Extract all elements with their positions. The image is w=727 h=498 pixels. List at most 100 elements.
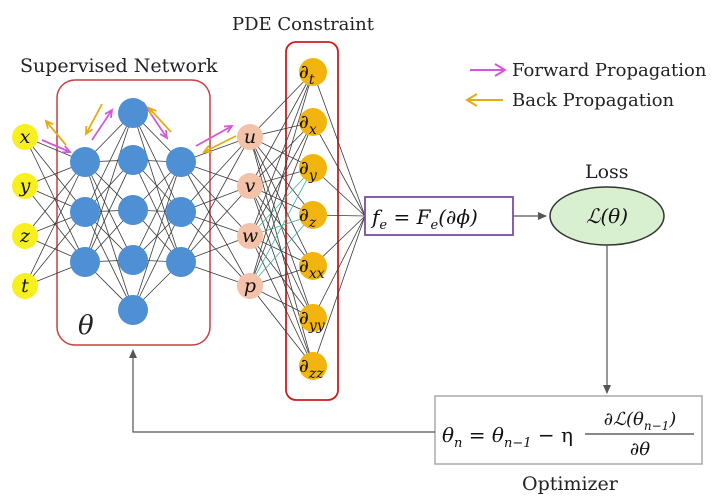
parameters-theta: θ	[78, 311, 94, 341]
connection-line	[249, 235, 314, 319]
forward-arrow	[41, 139, 71, 153]
optimizer-to-network-arrow	[129, 349, 435, 433]
connection-line	[312, 121, 366, 217]
connection-line	[249, 121, 314, 287]
forward-arrow-head	[104, 108, 114, 119]
hidden-node	[70, 147, 100, 177]
connection-line	[249, 136, 314, 216]
connection-line	[84, 159, 134, 263]
connection-line	[180, 136, 251, 263]
connection-line	[132, 112, 182, 263]
output-label: w	[242, 225, 258, 247]
hidden-node	[118, 98, 148, 128]
output-label: u	[244, 126, 256, 148]
hidden-node	[166, 247, 196, 277]
loss-title: Loss	[585, 161, 629, 183]
connection-line	[249, 167, 314, 237]
hidden-node	[118, 195, 148, 225]
input-node	[12, 124, 38, 150]
derivative-label: ∂y	[299, 157, 318, 184]
hidden-node	[70, 197, 100, 227]
output-node	[237, 124, 263, 150]
connection-line	[24, 136, 86, 213]
derivative-node	[299, 252, 327, 280]
connection-line	[132, 112, 182, 213]
back-arrow-head	[202, 145, 213, 153]
input-node	[12, 273, 38, 299]
connection-line	[24, 161, 86, 237]
back-arrow	[85, 103, 103, 135]
input-label: x	[20, 126, 31, 148]
output-node	[237, 223, 263, 249]
derivative-node	[299, 352, 327, 380]
update-rule-numerator: ∂ℒ(θn−1)	[604, 409, 677, 433]
input-node	[12, 173, 38, 199]
forward-arrow	[195, 125, 233, 147]
hidden-node	[118, 245, 148, 275]
derivative-label: ∂zz	[299, 355, 324, 382]
forward-arrow-head	[159, 129, 169, 140]
back-arrow	[45, 120, 67, 146]
back-arrow-head	[44, 119, 54, 129]
connection-line	[249, 71, 314, 237]
hidden-node	[166, 147, 196, 177]
connection-line	[249, 285, 314, 367]
connection-line	[312, 215, 366, 367]
derivative-label: ∂yy	[299, 307, 326, 334]
connection-line	[249, 185, 314, 267]
derivative-node	[299, 154, 327, 182]
forward-propagation-label: Forward Propagation	[512, 60, 707, 81]
optimizer-title: Optimizer	[522, 473, 619, 495]
derivative-node	[299, 108, 327, 136]
supervised-network-box	[56, 79, 211, 346]
output-label: v	[245, 175, 256, 197]
derivative-label: ∂t	[299, 61, 315, 88]
connection-line	[24, 211, 86, 287]
derivative-node	[299, 304, 327, 332]
connection-line	[249, 214, 314, 287]
derivative-node	[299, 58, 327, 86]
derivative-label: ∂xx	[299, 255, 325, 282]
connection-line	[132, 161, 182, 311]
hidden-node	[166, 197, 196, 227]
connection-line	[84, 112, 134, 213]
optimizer-box	[434, 395, 703, 465]
connection-line	[132, 211, 182, 311]
forward-arrow	[91, 109, 113, 141]
output-label: p	[244, 275, 256, 297]
connection-line	[180, 136, 251, 213]
update-rule-lhs: θn = θn−1 − η	[442, 423, 573, 451]
pde-constraint-title: PDE Constraint	[232, 14, 375, 35]
back-arrow-head	[465, 93, 478, 107]
connection-line	[249, 167, 314, 287]
input-label: y	[19, 175, 31, 197]
back-arrow-head	[147, 106, 157, 116]
hidden-node	[70, 247, 100, 277]
connection-line	[249, 71, 314, 287]
derivative-label: ∂x	[299, 111, 317, 138]
forward-arrow-head	[494, 63, 507, 77]
supervised-network-title: Supervised Network	[20, 55, 218, 77]
connection-line	[312, 215, 366, 319]
connection-line	[249, 71, 314, 187]
derivative-label: ∂z	[299, 204, 317, 231]
legend: Forward Propagation Back Propagation	[465, 60, 707, 111]
back-propagation-label: Back Propagation	[512, 90, 675, 111]
connection-line	[312, 71, 366, 217]
connection-line	[84, 112, 134, 263]
output-node	[237, 273, 263, 299]
update-rule-denominator: ∂θ	[630, 439, 650, 460]
derivative-node	[299, 201, 327, 229]
forward-arrow-head	[61, 145, 72, 154]
forward-arrow-head	[223, 124, 234, 134]
propagation-arrows	[41, 101, 237, 154]
loss-expression: ℒ(θ)	[586, 204, 628, 228]
back-arrow-head	[85, 125, 93, 136]
connection-line	[249, 71, 314, 138]
pde-constraint-box	[285, 41, 339, 401]
input-node	[12, 223, 38, 249]
input-label: z	[19, 225, 31, 247]
